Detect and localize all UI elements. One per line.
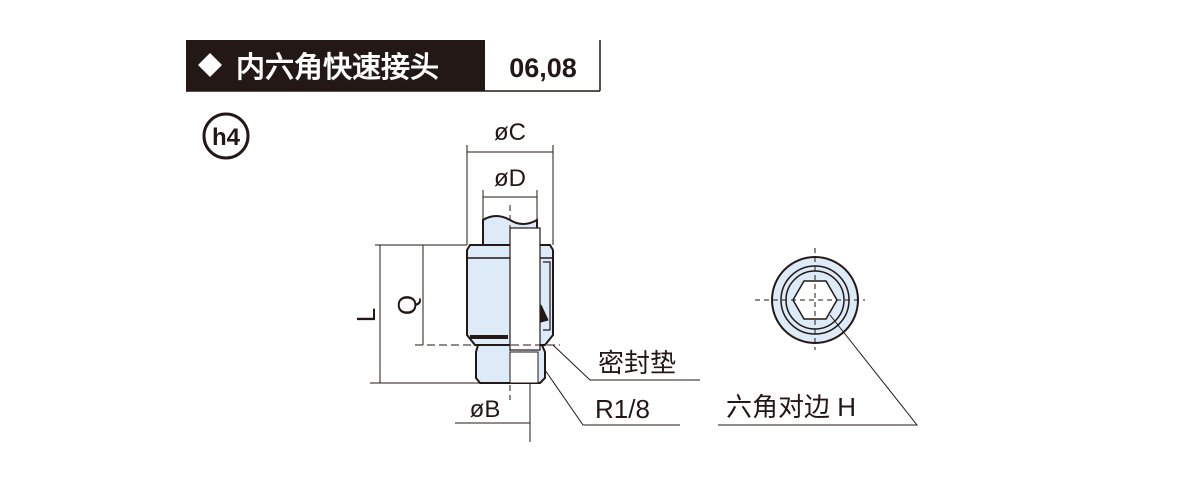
dim-q: Q xyxy=(392,295,422,315)
title-bar: 内六角快速接头 06,08 xyxy=(186,40,601,92)
dim-od: øD xyxy=(494,165,526,192)
dim-oc: øC xyxy=(494,119,526,146)
dim-ob: øB xyxy=(470,396,501,423)
seal-label: 密封垫 xyxy=(598,348,676,378)
diamond-icon xyxy=(198,53,222,77)
fitting-side-view xyxy=(370,145,700,442)
thread-label: R1/8 xyxy=(595,394,650,424)
hex-label: 六角对边 H xyxy=(726,392,856,422)
title-text: 内六角快速接头 xyxy=(236,51,439,84)
svg-text:h4: h4 xyxy=(212,124,241,151)
fitting-end-view xyxy=(718,248,919,426)
title-background xyxy=(186,40,485,91)
dim-l: L xyxy=(351,308,381,322)
model-badge: h4 xyxy=(202,112,250,160)
size-range: 06,08 xyxy=(509,53,577,83)
